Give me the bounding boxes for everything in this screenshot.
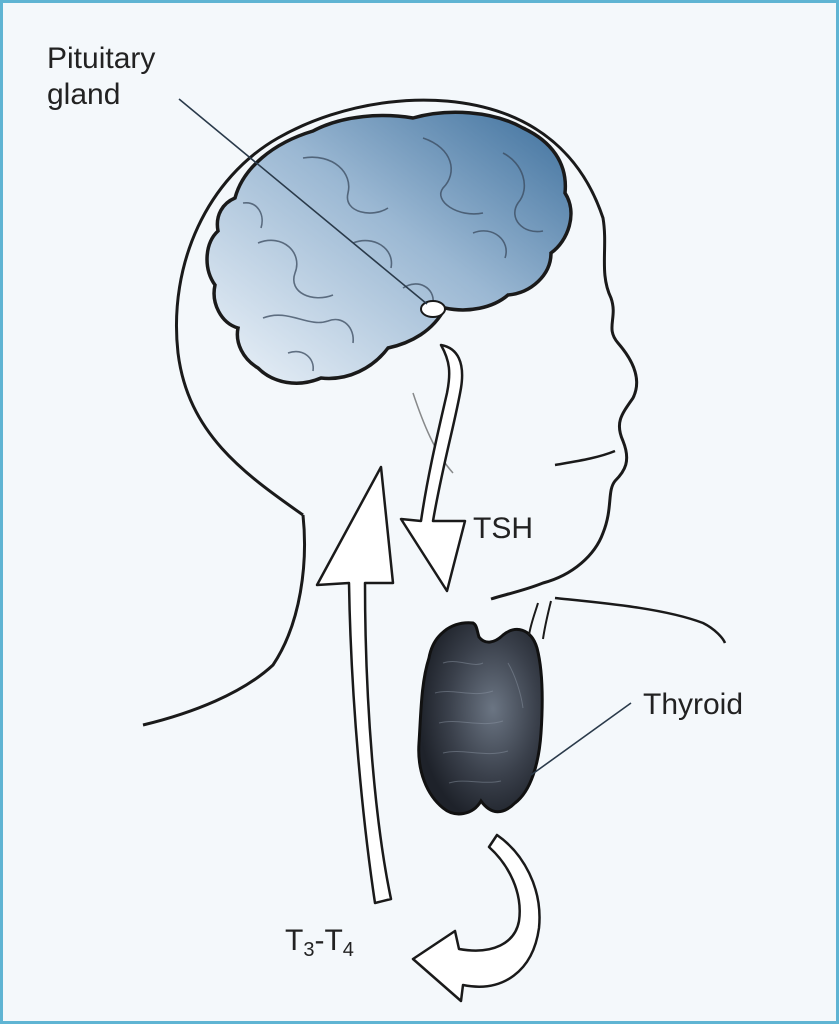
t3-t4-arrow [315, 465, 395, 905]
t3-t4-dash: - [314, 924, 325, 957]
tsh-label: TSH [473, 512, 533, 545]
diagram-illustration [142, 98, 727, 1003]
t4-letter: T [324, 924, 343, 957]
neck-front-outline [554, 596, 727, 644]
brain-folds [242, 137, 544, 372]
thyroid-leader-line [530, 702, 632, 776]
thyroid-texture [434, 661, 524, 784]
brain-shape [205, 110, 573, 385]
trachea-lines [528, 600, 552, 640]
mouth-line [554, 449, 616, 467]
head-outline [175, 98, 639, 601]
thyroid-label: Thyroid [643, 688, 744, 721]
pituitary-label-line1: Pituitary [47, 42, 156, 75]
return-arrow [411, 833, 541, 1003]
neck-back-outline [142, 514, 306, 727]
t3-t4-label: T3-T4 [285, 923, 354, 961]
pituitary-label: Pituitary gland [47, 41, 155, 113]
t4-subscript: 4 [342, 939, 354, 961]
pituitary-gland-shape [420, 300, 446, 318]
tsh-arrow [399, 343, 467, 593]
thyroid-gland-shape [417, 621, 544, 816]
jaw-line [412, 392, 454, 474]
pituitary-leader-line [178, 98, 428, 305]
t3-letter: T [285, 924, 304, 957]
pituitary-label-line2: gland [47, 78, 121, 111]
t3-subscript: 3 [303, 939, 315, 961]
